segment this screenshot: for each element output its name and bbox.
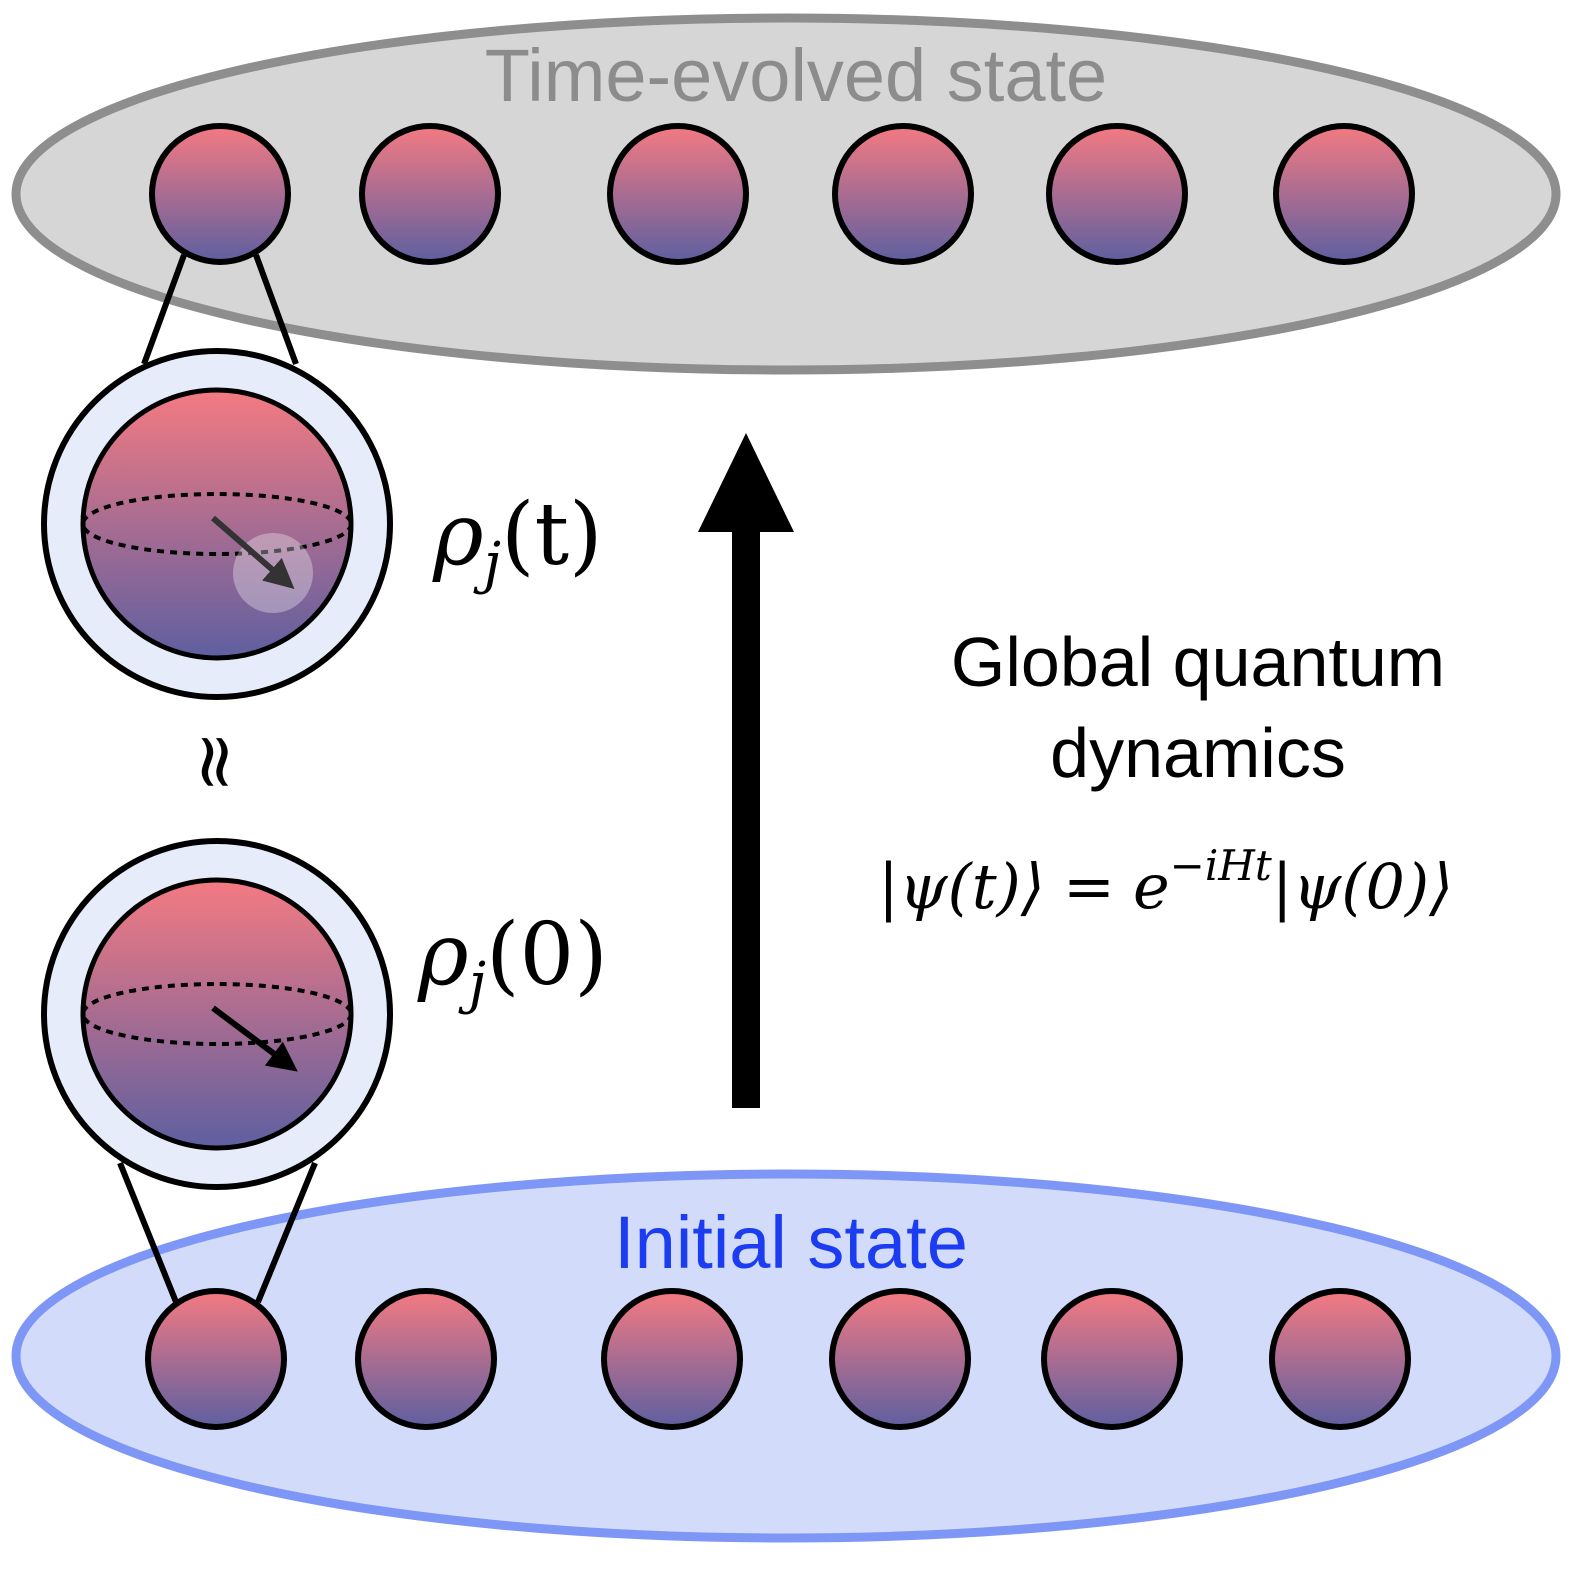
rho-t-symbol: ρ [432,485,484,585]
time-evolved-region: Time-evolved state [11,13,1561,375]
bloch-sphere-time-evolved [41,348,393,700]
time-evolved-site-3 [607,123,749,265]
equation-rhs: |ψ(0)⟩ [1272,850,1454,923]
time-evolved-sites [149,123,1415,265]
time-evolved-site-4 [832,123,974,265]
connector-bottom-left [117,1161,179,1304]
time-evolved-ellipse [11,13,1561,375]
time-evolved-site-1 [149,123,291,265]
connector-top-left [141,253,187,366]
rho-0-symbol: ρ [417,905,469,1005]
rho-t-label: ρj(t) [432,485,603,596]
bloch-sphere-initial [41,838,393,1190]
bloch-equator [81,982,353,1046]
initial-site-5 [1041,1288,1183,1430]
time-evolved-site-2 [359,123,501,265]
initial-site-2 [355,1288,497,1430]
approx-symbol: ≈ [173,730,262,794]
initial-ellipse [11,1169,1561,1543]
equation-base: e [1133,850,1170,923]
connector-bottom-right [255,1161,318,1304]
initial-site-1 [145,1288,287,1430]
initial-site-3 [601,1288,743,1430]
dynamics-title-line1: Global quantum [951,623,1445,701]
zoom-connectors [117,253,318,1304]
initial-label: Initial state [614,1201,968,1284]
initial-site-4 [829,1288,971,1430]
evolution-arrow-head [698,433,794,532]
time-evolved-site-6 [1273,123,1415,265]
schrodinger-equation: |ψ(t)⟩=e−iHt|ψ(0)⟩ [878,841,1453,923]
rho-0-argument: (0) [486,905,608,1005]
spin-vector-icon [211,515,295,589]
rho-0-label: ρj(0) [417,905,608,1016]
initial-region: Initial state [11,1169,1561,1543]
connector-top-right [253,253,299,366]
initial-site-6 [1269,1288,1411,1430]
dynamics-title-line2: dynamics [1050,714,1346,792]
time-evolved-label: Time-evolved state [485,34,1107,117]
equation-equals: = [1063,850,1115,923]
equation-exponent: −iHt [1170,841,1272,890]
time-evolved-site-5 [1046,123,1188,265]
equation-lhs: |ψ(t)⟩ [878,850,1045,923]
evolution-arrow-shaft [732,500,760,1108]
bloch-equator [81,492,353,556]
initial-sites [145,1288,1411,1430]
rho-t-argument: (t) [501,485,603,585]
spin-vector-icon [211,1005,298,1072]
arrow-up-icon [698,433,794,1108]
